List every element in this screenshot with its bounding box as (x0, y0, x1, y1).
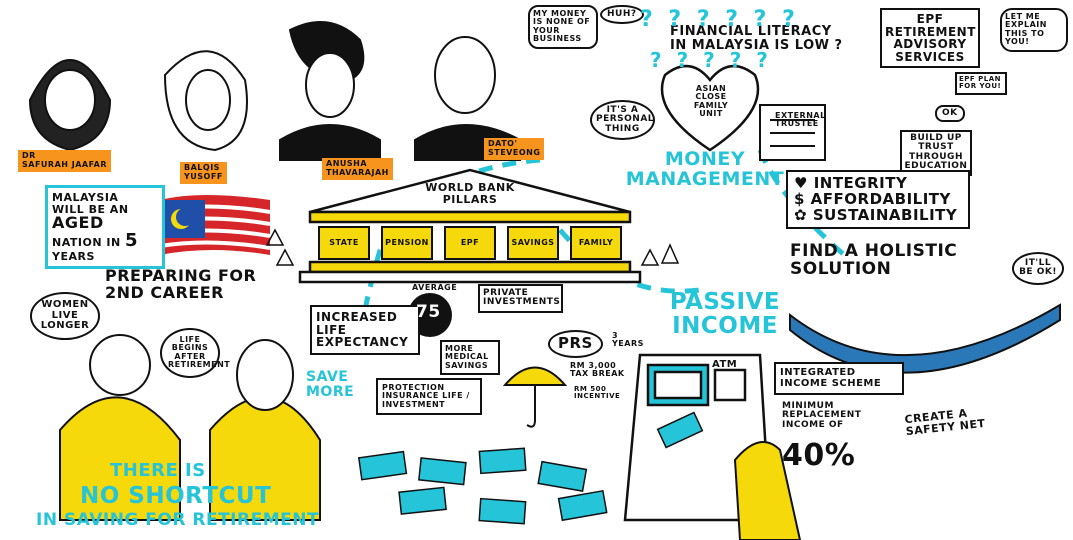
name-line: YUSOFF (184, 171, 223, 181)
prs-bubble: PRS (548, 330, 603, 358)
aged-number: 5 (125, 229, 139, 251)
name-line: DR (22, 151, 36, 160)
pillar-pension: PENSION (381, 226, 433, 260)
pillar-family: FAMILY (570, 226, 622, 260)
aged-line: WILL BE AN (52, 202, 129, 216)
speech-bubble-women: WOMEN LIVE LONGER (30, 292, 100, 340)
trust-box: BUILD UP TRUST THROUGH EDUCATION (900, 130, 972, 176)
trustee-label: EXTERNAL TRUSTEE (775, 111, 826, 129)
leaf-icon: ✿ (794, 205, 808, 224)
question-marks: ? ? ? ? ? (650, 48, 772, 72)
aged-nation-box: MALAYSIA WILL BE AN AGED NATION IN 5 YEA… (45, 185, 165, 270)
speech-bubble-money: MY MONEY IS NONE OF YOUR BUSINESS (528, 5, 598, 49)
pillar-state: STATE (318, 226, 370, 260)
epf-services-box: EPF RETIREMENT ADVISORY SERVICES (880, 8, 980, 69)
name-line: BALQIS (184, 163, 220, 172)
speech-bubble-life: LIFE BEGINS AFTER RETIREMENT (160, 328, 230, 378)
name-tag-steve: DATO' STEVEONG (484, 138, 545, 160)
values-box: ♥ INTEGRITY $ AFFORDABILITY ✿ SUSTAINABI… (786, 170, 970, 230)
name-line: THAVARAJAH (326, 167, 389, 177)
speech-bubble-ok: IT'LL BE OK! (1012, 252, 1064, 285)
integrated-box: INTEGRATED INCOME SCHEME (774, 362, 904, 395)
aged-text: YEARS (52, 249, 95, 263)
heart-icon: ♥ (794, 174, 808, 192)
average-label: AVERAGE (412, 283, 458, 292)
heart-text: ASIAN CLOSE FAMILY UNIT (693, 84, 729, 119)
value-text: SUSTAINABILITY (812, 205, 958, 224)
value-integrity: ♥ INTEGRITY (794, 174, 962, 192)
money-icon: $ (794, 189, 805, 208)
question-marks: ? ? ? ? ? ? (640, 7, 799, 32)
value-text: INTEGRITY (813, 174, 908, 192)
protection-box: PROTECTION INSURANCE LIFE / INVESTMENT (376, 378, 482, 416)
portrait-2 (163, 50, 248, 152)
bank-title: WORLD BANK PILLARS (425, 181, 515, 206)
name-line: SAFURAH JAAFAR (22, 159, 108, 169)
literacy-heading: FINANCIAL LITERACY IN MALAYSIA IS LOW ? (670, 24, 843, 53)
speech-bubble-explain: LET ME EXPLAIN THIS TO YOU! (1000, 8, 1068, 52)
ok-bubble: OK (935, 105, 965, 123)
malaysia-flag (159, 195, 271, 255)
passive-income: PASSIVE INCOME (669, 289, 781, 340)
minimum-text: MINIMUM REPLACEMENT INCOME OF (782, 401, 862, 430)
forty-percent: 40% (782, 438, 856, 473)
name-tag-balqis: BALQIS YUSOFF (180, 162, 227, 184)
aged-line: AGED (52, 213, 104, 233)
holistic-solution: FIND A HOLISTIC SOLUTION (790, 241, 958, 279)
aged-text: NATION IN (52, 235, 121, 249)
pillars-row: STATE PENSION EPF SAVINGS FAMILY (318, 226, 622, 260)
money-bills (357, 411, 704, 525)
prs-tax: RM 3,000 TAX BREAK (570, 361, 625, 379)
name-line: STEVEONG (488, 147, 541, 157)
name-line: DATO' (488, 139, 518, 148)
save-more: SAVE MORE (306, 369, 355, 400)
heart (660, 65, 760, 152)
portrait-1 (28, 59, 112, 152)
temple (298, 168, 642, 284)
speech-bubble-personal: IT'S A PERSONAL THING (590, 100, 655, 141)
aged-line: NATION IN 5 YEARS (52, 229, 158, 263)
name-line: ANUSHA (326, 159, 368, 168)
building (759, 104, 826, 161)
prs-years: 3 YEARS (612, 331, 644, 349)
career-heading: PREPARING FOR 2ND CAREER (105, 266, 257, 302)
hand (733, 441, 802, 540)
value-text: AFFORDABILITY (810, 189, 951, 208)
trees (265, 228, 680, 266)
prs-incentive: RM 500 INCENTIVE (574, 385, 621, 401)
shortcut-l3: IN SAVING FOR RETIREMENT (36, 510, 320, 530)
average-number: 75 (416, 302, 441, 322)
atm-machine (623, 353, 772, 522)
pillar-epf: EPF (444, 226, 496, 260)
portrait-3 (279, 21, 381, 161)
value-sustainability: ✿ SUSTAINABILITY (794, 205, 962, 224)
huh-label: HUH? (600, 5, 644, 25)
atm-label: ATM (712, 359, 738, 370)
shortcut-l2: NO SHORTCUT (80, 483, 272, 509)
money-management: MONEY MANAGEMENT (625, 148, 785, 190)
medical-savings-box: MORE MEDICAL SAVINGS (440, 340, 500, 376)
epf-plan-note: EPF PLAN FOR YOU! (955, 72, 1007, 95)
value-affordability: $ AFFORDABILITY (794, 189, 962, 208)
elderly-couple (59, 334, 321, 521)
aged-line: MALAYSIA (52, 191, 119, 204)
name-tag-anusha: ANUSHA THAVARAJAH (322, 158, 393, 180)
pillar-savings: SAVINGS (507, 226, 559, 260)
life-expectancy-box: INCREASED LIFE EXPECTANCY (310, 305, 420, 355)
private-investments-box: PRIVATE INVESTMENTS (478, 284, 563, 313)
shortcut-l1: THERE IS (110, 460, 206, 481)
name-tag-safurah: DR SAFURAH JAAFAR (18, 150, 112, 172)
